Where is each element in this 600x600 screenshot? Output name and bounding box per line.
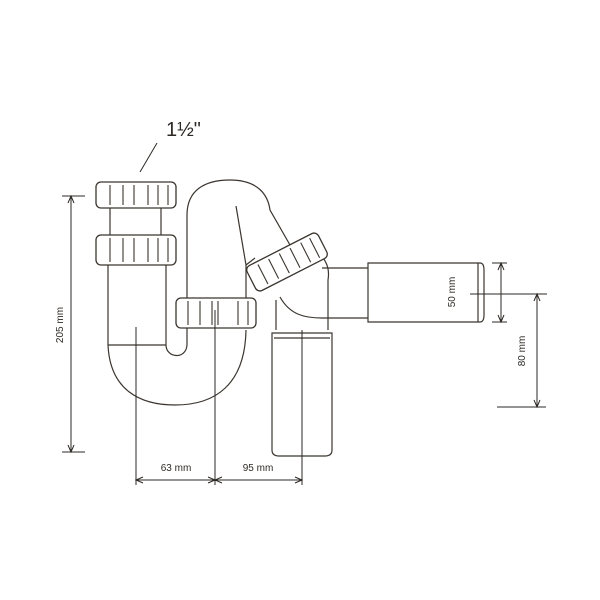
thread-leader-line [139, 142, 158, 173]
inlet-to-trap-label: 63 mm [161, 463, 192, 474]
trap-drawing [95, 179, 485, 457]
outlet-height-dimension-line [497, 292, 546, 409]
trap-to-outlet-label: 95 mm [243, 463, 274, 474]
upper-arc-inner [235, 205, 256, 298]
upper-arc-outer [186, 179, 291, 298]
diameter-dimension-line [470, 261, 547, 324]
outlet-height-label: 80 mm [517, 336, 528, 367]
height-label: 205 mm [55, 307, 66, 343]
u-bend-inner [165, 300, 188, 357]
thread-size-label: 1½" [166, 119, 201, 141]
angled-nut [246, 232, 328, 292]
outlet-tube [367, 262, 485, 323]
middle-nut [175, 297, 257, 329]
u-bend-outer [107, 329, 247, 406]
centerlines [135, 310, 303, 485]
height-dimension-line [62, 194, 85, 454]
inlet-neck [109, 208, 162, 236]
upper-nut [95, 234, 177, 266]
horizontal-dimension-line [134, 476, 304, 484]
outlet-diameter-label: 50 mm [447, 277, 458, 308]
dimensions [62, 142, 547, 485]
top-nut [95, 181, 177, 209]
inlet-tube [107, 265, 167, 346]
outlet-neck [322, 267, 368, 319]
